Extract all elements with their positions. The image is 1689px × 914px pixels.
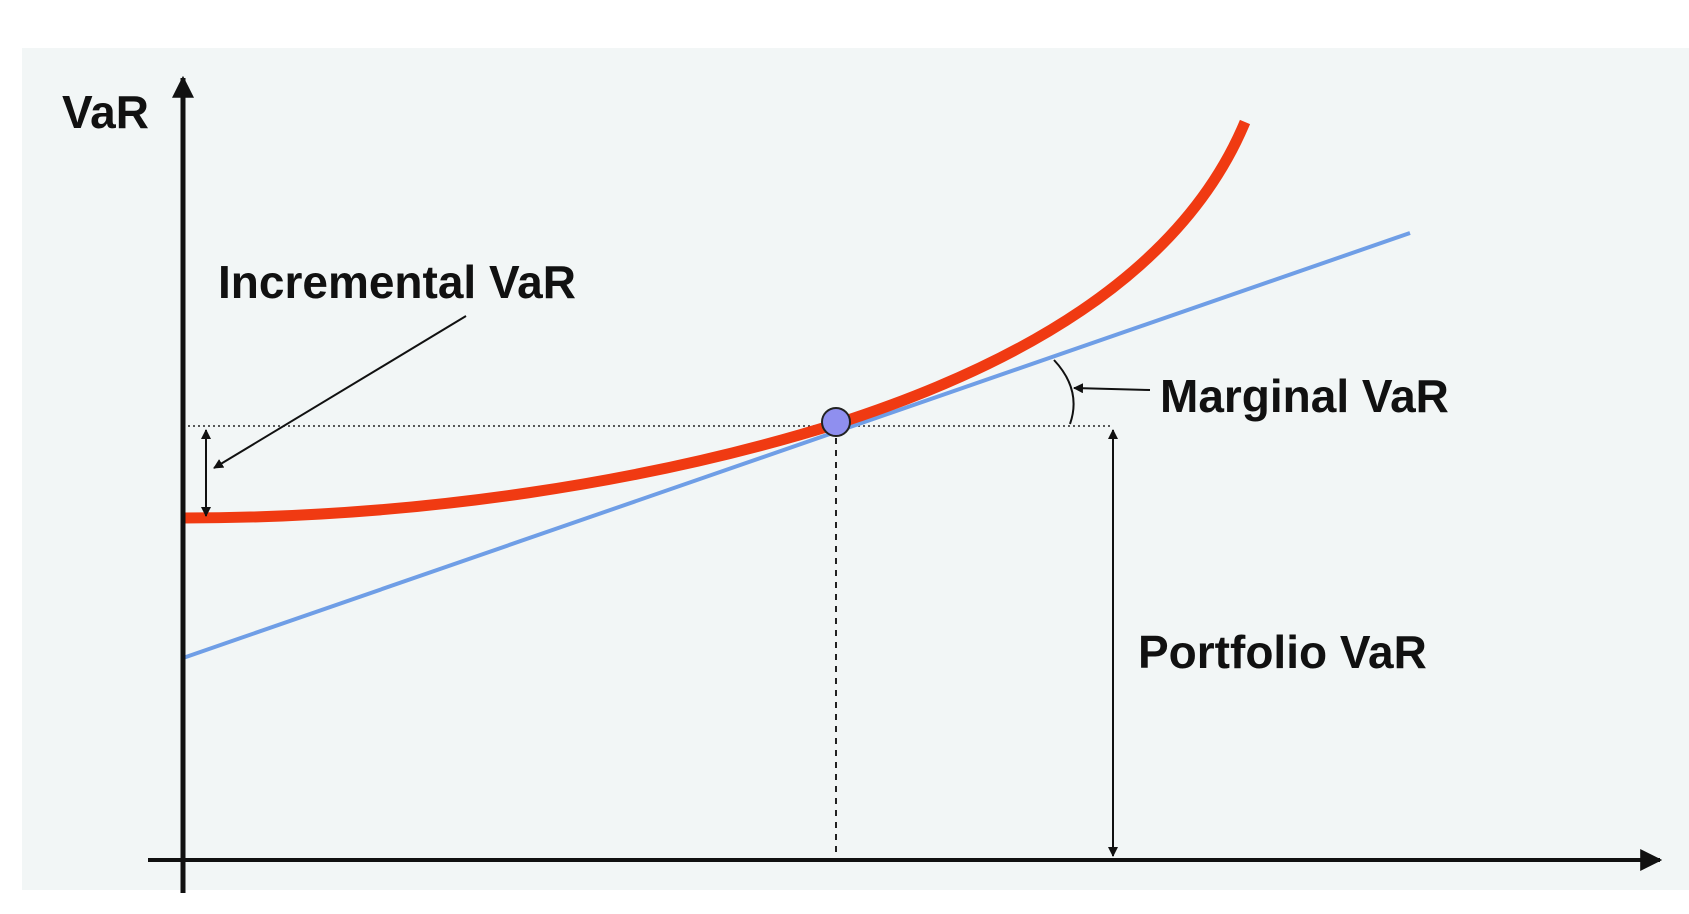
portfolio-var-label: Portfolio VaR [1138,626,1427,678]
tangent-point [821,407,851,437]
marginal-var-label: Marginal VaR [1160,370,1449,422]
tangent-line [182,231,1411,660]
marginal-var-angle-arc [1053,359,1075,425]
y-axis-label: VaR [62,86,149,138]
panel-background [22,48,1689,890]
incremental-var-label: Incremental VaR [218,256,576,308]
incremental-var-pointer [213,315,467,469]
marginal-var-pointer [1073,383,1151,394]
